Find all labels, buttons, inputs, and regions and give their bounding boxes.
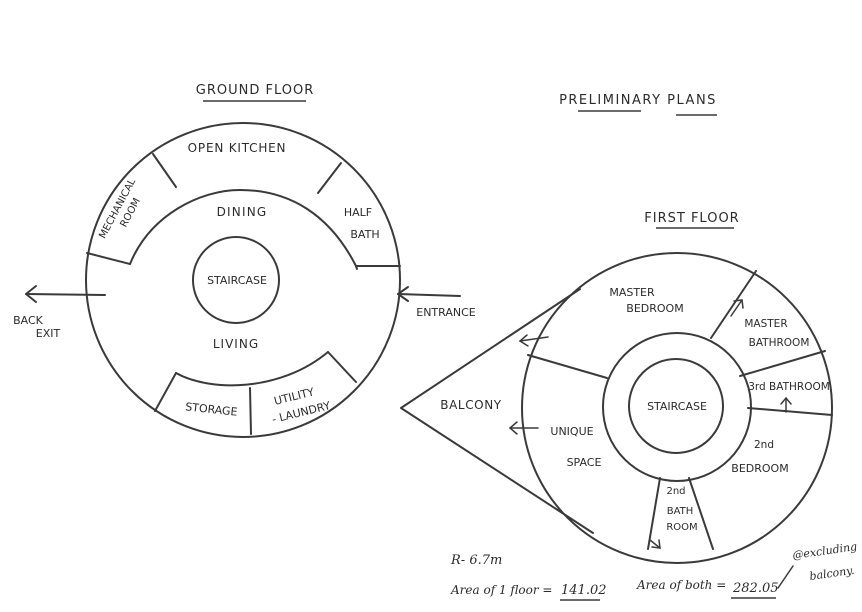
open-kitchen-label: OPEN KITCHEN [188, 141, 287, 155]
third-bathroom-label: 3rd BATHROOM [748, 381, 830, 393]
area-one-floor-value: 141.02 [561, 583, 607, 598]
first-staircase-label: STAIRCASE [647, 400, 707, 413]
first-floor-outer-wall [521, 252, 833, 564]
second-bathroom-label-line2: BATH [667, 506, 694, 517]
2nd-bed-2nd-bath-partition [688, 477, 714, 550]
ground-floor-staircase-wall [192, 236, 280, 324]
ground-floor-heading: GROUND FLOOR [196, 83, 314, 98]
master-bed-unique-partition [527, 354, 608, 379]
balcony-label: BALCONY [440, 398, 502, 412]
area-one-floor-label: Area of 1 floor = [450, 583, 552, 597]
3rd-bath-arrowhead [780, 396, 792, 405]
area-notes: R- 6.7m Area of 1 floor = 141.02 Area of… [450, 540, 858, 601]
master-bath-arrowhead [733, 299, 744, 309]
second-bathroom-label-line1: 2nd [666, 486, 685, 497]
first-floor-heading: FIRST FLOOR [644, 211, 739, 226]
second-bedroom-label-line1: 2nd [754, 439, 774, 451]
living-label: LIVING [213, 337, 259, 351]
area-both-pointer [777, 565, 794, 589]
first-floor-plan: MASTER BEDROOM MASTER BATHROOM 3rd BATHR… [400, 252, 833, 564]
second-bedroom-label-line2: BEDROOM [731, 462, 788, 475]
master-bathroom-label-line1: MASTER [744, 318, 787, 330]
excluding-note-line2: balcony. [809, 564, 856, 583]
kitchen-halfbath-partition [317, 162, 342, 194]
area-both-label: Area of both = [636, 578, 726, 592]
unique-space-label-line2: SPACE [567, 456, 602, 469]
balcony-outline [400, 288, 594, 534]
storage-left-wall [154, 372, 177, 412]
ground-floor-inner-ring-top [129, 189, 401, 267]
ground-floor-inner-ring-bottom [175, 351, 329, 387]
master-bed-bath-partition [710, 270, 757, 339]
3rd-bath-2nd-bed-partition [747, 407, 833, 416]
entrance-arrow [397, 293, 461, 297]
area-both-value: 282.05 [732, 581, 779, 596]
half-bath-label-line2: BATH [350, 228, 379, 241]
entrance-arrowhead [397, 286, 409, 302]
master-bedroom-label-line2: BEDROOM [626, 302, 683, 315]
radius-note: R- 6.7m [450, 553, 502, 568]
ground-staircase-label: STAIRCASE [207, 274, 267, 287]
half-bath-label-line1: HALF [344, 206, 372, 219]
ground-floor-outer-wall [85, 122, 401, 438]
back-exit-arrow [25, 293, 106, 296]
master-bath-3rd-bath-partition [739, 350, 826, 377]
storage-utility-partition [249, 387, 252, 435]
entrance-label: ENTRANCE [416, 306, 476, 319]
excluding-note-line1: @excluding [792, 540, 858, 562]
back-exit-label-line1: BACK [13, 314, 44, 327]
master-bathroom-label-line2: BATHROOM [749, 337, 810, 349]
storage-label: STORAGE [185, 400, 238, 418]
halfbath-bottom-wall [355, 265, 358, 270]
2nd-bath-arrowhead [651, 539, 661, 549]
first-floor-staircase-wall [628, 358, 724, 454]
second-bathroom-label-line3: ROOM [666, 522, 697, 533]
utility-right-wall [327, 351, 357, 383]
ground-floor-plan: OPEN KITCHEN MECHANICAL ROOM DINING HALF… [13, 122, 476, 438]
kitchen-mech-partition [152, 153, 177, 188]
mech-room-bottom-wall [86, 252, 131, 265]
back-exit-arrowhead [25, 285, 37, 303]
master-bedroom-label-line1: MASTER [609, 286, 655, 299]
2nd-bath-arrow [649, 539, 661, 549]
preliminary-plans-heading: PRELIMINARY PLANS [559, 93, 717, 108]
master-bed-arrowhead [518, 334, 529, 347]
unique-space-arrowhead [508, 421, 518, 435]
first-floor-inner-ring [602, 332, 752, 482]
master-bed-arrow [519, 336, 549, 342]
master-bath-arrow [730, 299, 743, 317]
dining-label: DINING [217, 205, 268, 219]
unique-space-label-line1: UNIQUE [550, 425, 593, 438]
back-exit-label-line2: EXIT [36, 327, 61, 340]
2nd-bath-unique-partition [647, 477, 661, 550]
